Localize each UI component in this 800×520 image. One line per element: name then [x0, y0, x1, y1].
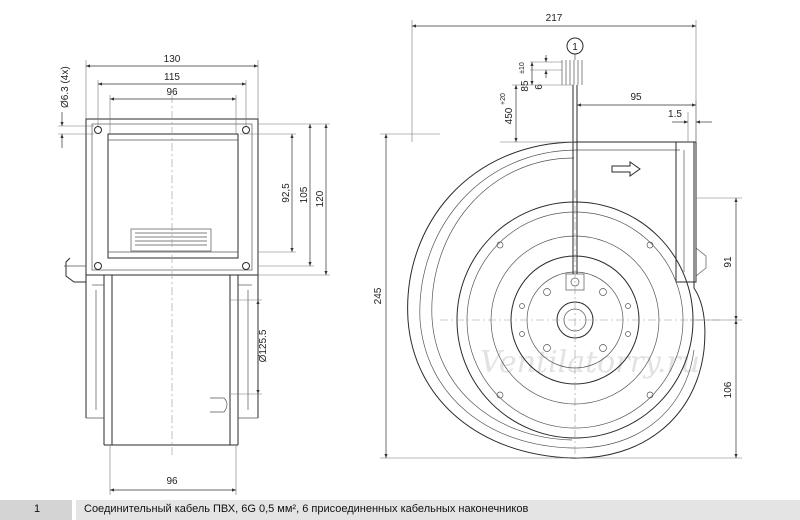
callout-circle [566, 37, 584, 55]
callout-number: 1 [572, 42, 578, 53]
dim-450: 450 [504, 107, 515, 124]
legend-row: 1 Соединительный кабель ПВХ, 6G 0,5 мм²,… [0, 500, 800, 520]
dim-105: 105 [299, 186, 310, 203]
dim-120: 120 [315, 190, 326, 207]
legend-number: 1 [0, 500, 72, 520]
dim-6: 6 [534, 84, 545, 90]
dim-95: 95 [630, 92, 642, 103]
front-view: 1 217 95 1.5 6 85 ±10 450 +20 245 [373, 13, 742, 460]
mount-hole [94, 262, 102, 270]
dim-96-bottom: 96 [166, 476, 178, 487]
dim-85-tolerance: ±10 [519, 62, 526, 74]
dim-130: 130 [164, 54, 181, 65]
mount-hole [242, 126, 250, 134]
dim-85: 85 [520, 80, 531, 92]
dim-dia-125-5: Ø125.5 [258, 329, 269, 362]
mount-hole [94, 126, 102, 134]
mount-hole [242, 262, 250, 270]
dim-450-tolerance: +20 [500, 93, 507, 105]
watermark: Ventilatorry.ru [480, 345, 700, 380]
technical-drawing: Ventilatorry.ru [58, 13, 742, 495]
legend-text: Соединительный кабель ПВХ, 6G 0,5 мм², 6… [76, 500, 800, 520]
dim-96-top: 96 [166, 87, 178, 98]
dim-hole-6-3: Ø6.3 (4x) [60, 66, 71, 108]
dim-115: 115 [164, 72, 180, 83]
side-view: 130 115 96 Ø6.3 (4x) 92,5 105 120 Ø125. [58, 54, 330, 495]
dim-106: 106 [723, 381, 734, 398]
dim-217: 217 [546, 13, 563, 24]
dim-245: 245 [373, 287, 384, 304]
dim-92-5: 92,5 [281, 183, 292, 203]
dim-91: 91 [723, 256, 734, 268]
dim-1-5: 1.5 [668, 109, 682, 120]
